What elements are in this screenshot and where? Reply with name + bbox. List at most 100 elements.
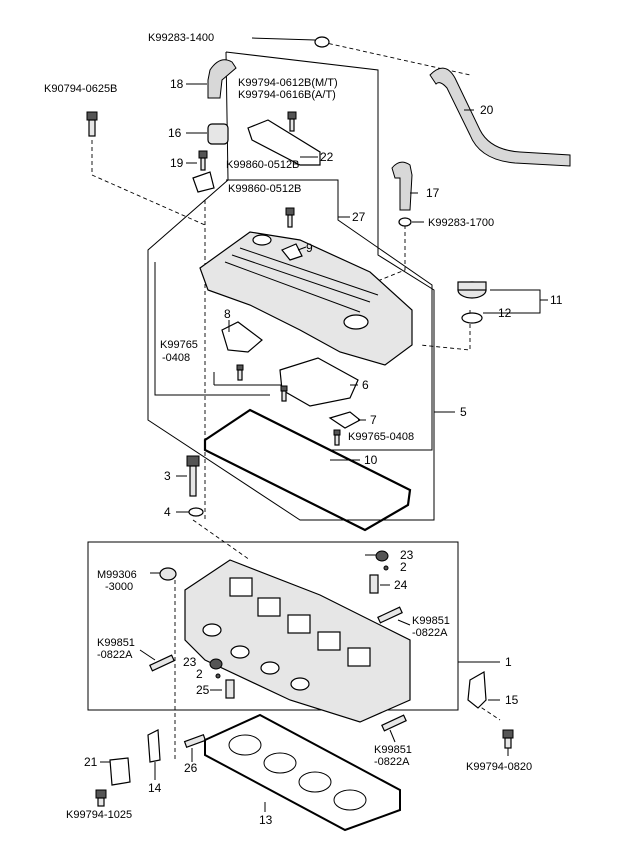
part-number: 17: [426, 186, 440, 200]
code-label: K99794-1025: [66, 809, 132, 821]
leader-line: [139, 649, 156, 661]
hose-clamp-icon: [314, 36, 330, 48]
code-label: K99851: [374, 744, 412, 756]
leader-dash: [469, 699, 501, 721]
part-number: 19: [170, 156, 184, 170]
part-number: 2: [196, 667, 203, 681]
bolt-icon: [236, 364, 244, 381]
code-label: -0822A: [412, 627, 448, 639]
leader-line: [389, 729, 396, 743]
part-number: 11: [550, 293, 563, 307]
leader-dash: [192, 519, 251, 561]
seal-icon: [159, 567, 177, 581]
hanger-icon: [467, 671, 487, 709]
plate-icon: [221, 321, 263, 353]
gasket-frame-line: [154, 262, 270, 396]
cover-gasket-icon: [203, 408, 412, 532]
code-label: K99283-1400: [148, 32, 214, 44]
part-number: 2: [400, 560, 407, 574]
leader-dash: [91, 140, 206, 226]
dowel-icon: [225, 679, 235, 699]
oil-plug-icon: [207, 123, 229, 145]
part-number: 14: [148, 781, 162, 795]
cover-assembly-frame: [147, 51, 435, 521]
sub-frame-27: [226, 179, 433, 451]
pcv-hose-icon: [207, 59, 237, 99]
part-number: 6: [362, 378, 369, 392]
code-label: K99860-0512B: [228, 183, 301, 195]
dowel-icon: [369, 574, 379, 594]
part-number: 24: [394, 578, 408, 592]
part-number: 22: [320, 150, 334, 164]
bolt-icon: [95, 789, 107, 807]
engine-hanger-icon: [147, 729, 161, 763]
leader-line: [490, 289, 541, 314]
cylinder-head-icon: [184, 559, 411, 723]
intake-ports: [202, 623, 310, 691]
part-number: 23: [183, 655, 197, 669]
leader-dash: [419, 310, 471, 351]
bracket-21-icon: [109, 757, 131, 786]
part-number: 23: [400, 548, 414, 562]
code-label: M99306: [97, 569, 137, 581]
bolt-icon: [502, 729, 514, 749]
bolt-icon: [285, 207, 295, 228]
leader-line: [251, 37, 316, 41]
part-number: 12: [498, 306, 512, 320]
baffle-9-icon: [281, 243, 303, 261]
washer-small-icon: [383, 565, 389, 571]
part-number: 26: [184, 761, 198, 775]
part-number: 27: [352, 210, 366, 224]
rocker-cover-icon: [199, 231, 413, 366]
code-label: K90794-0625B: [44, 83, 117, 95]
head-gasket-icon: [204, 713, 401, 832]
part-number: 15: [505, 693, 519, 707]
stud-icon: [377, 606, 403, 624]
code-label: -0822A: [97, 649, 133, 661]
code-label: K99794-0616B(A/T): [238, 89, 336, 101]
part-number: 10: [364, 453, 378, 467]
hose-clamp-icon: [398, 217, 412, 227]
washer-small-icon: [215, 673, 221, 679]
cam-housings: [229, 577, 371, 667]
code-label: -0822A: [374, 756, 410, 768]
part-number: 9: [306, 241, 313, 255]
nut-icon: [209, 658, 223, 670]
leader-line: [397, 619, 411, 626]
gasket-bores: [228, 734, 367, 811]
code-label: K99283-1700: [428, 217, 494, 229]
vent-hose-icon: [391, 161, 413, 211]
stud-icon: [149, 654, 175, 672]
part-number: 5: [460, 405, 467, 419]
stud-icon: [381, 714, 407, 732]
filler-cap-icon: [252, 234, 272, 246]
code-label: K99794-0612B(M/T): [238, 77, 338, 89]
part-number: 3: [164, 469, 171, 483]
part-number: 16: [168, 126, 182, 140]
cover-ribs: [224, 247, 379, 313]
filler-cap-body: [457, 281, 487, 291]
code-label: K99851: [97, 637, 135, 649]
code-label: K99765: [160, 339, 198, 351]
part-number: 8: [224, 307, 231, 321]
part-number: 25: [196, 683, 210, 697]
dowel-pin-icon: [183, 733, 207, 749]
bolt-icon: [198, 150, 208, 171]
code-label: K99765-0408: [348, 431, 414, 443]
code-label: -0408: [162, 352, 190, 364]
part-number: 7: [370, 413, 377, 427]
bolt-icon: [86, 111, 98, 137]
oil-baffle-icon: [279, 357, 359, 407]
bolt-icon: [186, 455, 200, 497]
part-number: 1: [505, 655, 512, 669]
code-label: -3000: [105, 581, 133, 593]
clip-icon: [192, 171, 215, 193]
bolt-icon: [280, 385, 288, 402]
nut-icon: [375, 550, 389, 562]
cap-gasket-icon: [461, 312, 483, 324]
oil-filler-hole-icon: [343, 314, 369, 330]
bolt-icon: [287, 111, 297, 132]
code-label: K99860-0512B: [226, 159, 299, 171]
washer-icon: [188, 507, 204, 517]
